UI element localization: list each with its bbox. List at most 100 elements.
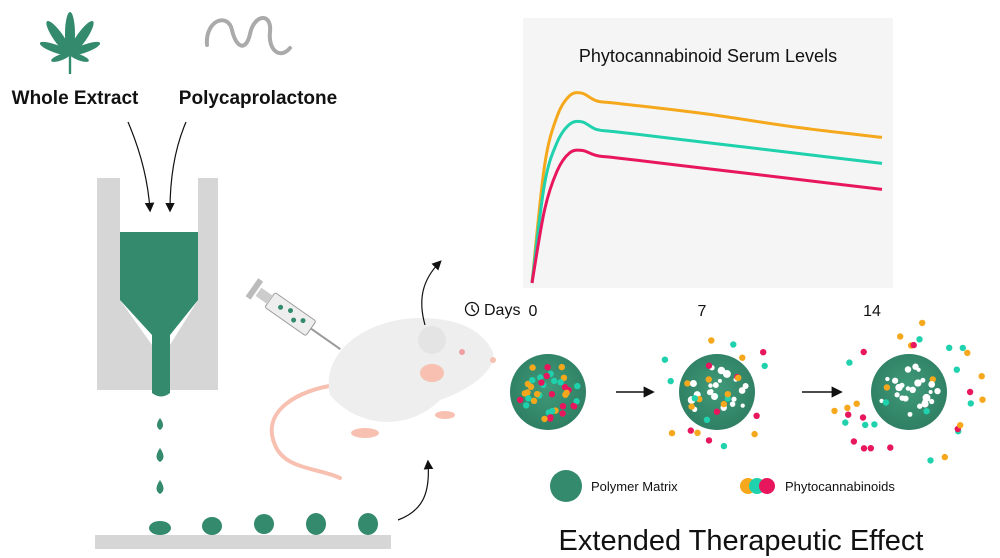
released-cannabinoid-dot — [867, 445, 874, 452]
pore — [717, 366, 726, 375]
released-cannabinoid-dot — [831, 407, 838, 415]
cannabinoid-dot — [516, 396, 524, 404]
released-cannabinoid-dot — [862, 421, 869, 429]
released-cannabinoid-dot — [859, 414, 867, 421]
pore — [905, 386, 911, 391]
cannabinoid-dot — [573, 398, 580, 405]
cannabinoid-dot — [525, 395, 532, 402]
released-cannabinoid-dot — [953, 366, 960, 373]
pore — [894, 392, 900, 398]
pore — [934, 387, 941, 395]
released-cannabinoid-dot — [687, 427, 694, 434]
footer-title: Extended Therapeutic Effect — [559, 525, 924, 557]
cannabinoid-dot — [720, 400, 727, 408]
cannabinoid-dot — [527, 383, 535, 390]
input-arrow-extract — [127, 121, 155, 213]
released-cannabinoid-dot — [941, 453, 948, 461]
pore — [921, 400, 929, 408]
cannabinoid-dot — [544, 364, 551, 371]
released-cannabinoid-dot — [730, 341, 737, 348]
syringe-icon — [245, 278, 341, 350]
polymer-strand-icon — [204, 16, 292, 56]
legend-phytocannabinoid-swatch — [740, 478, 775, 494]
pore — [902, 395, 909, 402]
released-cannabinoid-dot — [979, 396, 986, 403]
pore — [928, 389, 933, 395]
released-cannabinoid-dot — [753, 412, 760, 419]
released-cannabinoid-dot — [871, 421, 878, 428]
released-cannabinoid-dot — [844, 404, 851, 411]
clock-icon — [464, 301, 480, 317]
injection-arrow — [397, 459, 434, 521]
pore — [742, 383, 749, 389]
released-cannabinoid-dot — [694, 429, 701, 436]
pore — [712, 382, 719, 389]
cannabinoid-dot — [563, 389, 570, 396]
pore — [914, 379, 922, 387]
cannabinoid-dot — [548, 391, 556, 398]
pore — [904, 366, 912, 373]
sphere-day-0 — [510, 354, 586, 430]
cannabinoid-dot — [923, 408, 930, 415]
cannabinoid-dot — [688, 403, 695, 410]
cannabinoid-dot — [543, 372, 550, 380]
pore — [740, 403, 745, 408]
pore — [916, 367, 921, 372]
x-tick-0: 0 — [529, 303, 538, 320]
pore — [909, 386, 916, 394]
released-cannabinoid-dot — [897, 333, 904, 340]
mouse-illustration — [269, 318, 496, 480]
released-cannabinoid-dot — [708, 337, 715, 344]
released-cannabinoid-dot — [842, 419, 849, 426]
pore — [717, 378, 722, 383]
pore — [929, 398, 935, 405]
released-cannabinoid-dot — [739, 354, 746, 361]
released-cannabinoid-dot — [845, 411, 852, 418]
pore — [917, 403, 923, 409]
x-tick-7: 7 — [698, 303, 707, 320]
cannabinoid-dot — [529, 364, 536, 371]
whole-extract-label: Whole Extract — [12, 88, 139, 109]
released-cannabinoid-dot — [916, 336, 923, 343]
cannabinoid-dot — [529, 377, 536, 384]
released-cannabinoid-dot — [667, 377, 674, 385]
chart-title: Phytocannabinoid Serum Levels — [579, 46, 837, 66]
extruder-vessel — [97, 178, 218, 397]
x-tick-14: 14 — [863, 303, 881, 320]
cannabinoid-dot — [735, 374, 742, 381]
cannabinoid-dot — [523, 402, 530, 409]
pore — [920, 377, 926, 383]
released-cannabinoid-dot — [919, 319, 926, 327]
cannabinoid-dot — [541, 415, 548, 423]
pore — [891, 377, 899, 384]
droplets — [156, 418, 164, 494]
released-cannabinoid-dot — [860, 348, 867, 356]
cannabinoid-dot — [549, 407, 556, 415]
cannabinoid-dot — [560, 374, 568, 381]
cannabinoid-dot — [547, 415, 554, 422]
substrate-plate — [95, 535, 391, 549]
serum-level-chart: Phytocannabinoid Serum Levels Days 0 7 1… — [464, 18, 893, 320]
cannabinoid-dot — [534, 390, 541, 398]
pore — [899, 382, 905, 388]
cannabinoid-dot — [561, 383, 569, 391]
cannabis-leaf-icon — [39, 12, 101, 74]
pore — [885, 376, 890, 382]
cannabinoid-dot — [551, 377, 558, 385]
released-cannabinoid-dot — [850, 438, 858, 445]
cannabinoid-dot — [530, 397, 538, 404]
released-cannabinoid-dot — [910, 341, 917, 349]
released-cannabinoid-dot — [860, 445, 868, 452]
legend-polymer-label: Polymer Matrix — [591, 479, 678, 494]
released-cannabinoid-dot — [705, 437, 713, 444]
cannabinoid-dot — [538, 379, 545, 386]
pore — [731, 396, 737, 402]
pore — [708, 383, 713, 388]
chart-background — [523, 18, 893, 288]
pore — [928, 381, 936, 388]
series-line-1 — [530, 119, 883, 284]
pore — [722, 369, 731, 378]
cannabinoid-dot — [571, 403, 578, 410]
released-cannabinoid-dot — [964, 349, 971, 357]
